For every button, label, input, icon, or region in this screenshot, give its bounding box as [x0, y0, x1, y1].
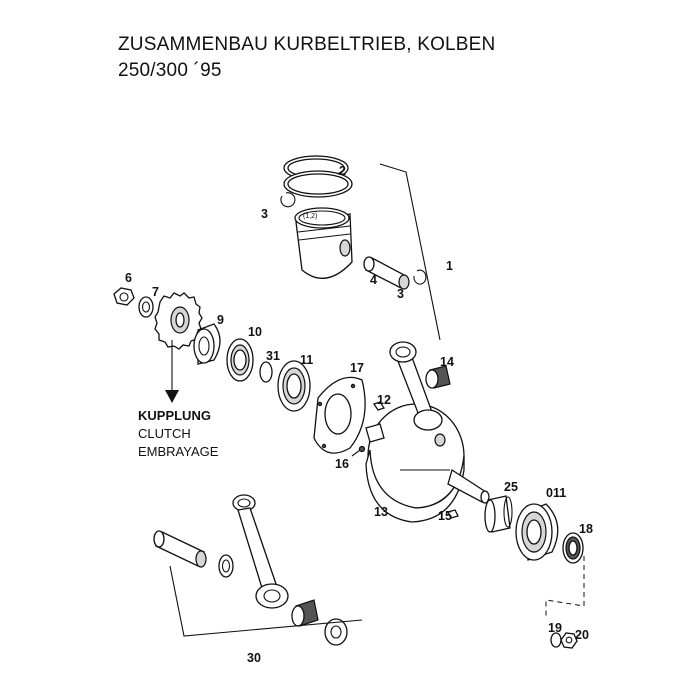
callout-20: 20: [575, 628, 589, 642]
diagram-subtitle-model: 250/300 ´95: [118, 60, 222, 81]
spacer-sleeve-part: [484, 495, 513, 533]
callout-9: 9: [217, 313, 224, 327]
piston-pin-part: [363, 256, 410, 290]
clutch-label-french: EMBRAYAGE: [138, 444, 219, 459]
woodruff-key-15-part: [447, 509, 459, 519]
callout-7: 7: [152, 285, 159, 299]
callout-3-right: 3: [397, 287, 404, 301]
circlip-right-part: [413, 269, 427, 285]
ball-bearing-011-part: [515, 503, 559, 561]
bracket-con-rod-kit: [169, 565, 363, 637]
shaft-seal-18-part: [562, 532, 584, 564]
callout-14: 14: [440, 355, 454, 369]
washer-19-part: [550, 632, 562, 648]
callout-19: 19: [548, 621, 562, 635]
bearing-9-part: [193, 323, 221, 365]
callout-13: 13: [374, 505, 388, 519]
callout-6: 6: [125, 271, 132, 285]
callout-31: 31: [266, 349, 280, 363]
screw-part: [351, 445, 366, 457]
bracket-right-dashed: [545, 556, 585, 618]
callout-3-upper: 3: [261, 207, 268, 221]
piston-mark-label: (1,2): [303, 213, 317, 220]
ball-bearing-11-part: [277, 360, 311, 412]
clutch-label-german: KUPPLUNG: [138, 408, 211, 423]
woodruff-key-12-part: [372, 401, 386, 411]
callout-18: 18: [579, 522, 593, 536]
callout-4: 4: [370, 273, 377, 287]
crankshaft-part: [365, 341, 490, 523]
piston-ring-part: [283, 155, 353, 198]
callout-15: 15: [438, 509, 452, 523]
bracket-piston-assembly: [379, 163, 441, 341]
callout-1: 1: [446, 259, 453, 273]
callout-30: 30: [247, 651, 261, 665]
callout-12: 12: [377, 393, 391, 407]
nut-20-part: [560, 632, 578, 649]
con-rod-kit-part: [153, 494, 348, 646]
circlip-upper-part: [280, 192, 296, 208]
clutch-label-english: CLUTCH: [138, 426, 191, 441]
nut-part: [113, 287, 135, 306]
callout-17: 17: [350, 361, 364, 375]
callout-25: 25: [504, 480, 518, 494]
spacer-disc-part: [313, 376, 366, 454]
callout-2: 2: [339, 164, 346, 178]
clutch-direction-arrow: [165, 340, 179, 403]
piston-part: [294, 207, 353, 279]
callout-11: 11: [300, 353, 313, 367]
callout-10: 10: [248, 325, 262, 339]
washer-part: [138, 296, 154, 318]
needle-bearing-14-part: [425, 365, 451, 389]
shaft-seal-part: [226, 338, 254, 382]
primary-gear-part: [154, 292, 203, 350]
diagram-title: ZUSAMMENBAU KURBELTRIEB, KOLBEN: [118, 34, 496, 55]
o-ring-part: [259, 361, 273, 383]
callout-011: 011: [546, 486, 566, 500]
callout-16: 16: [335, 457, 349, 471]
